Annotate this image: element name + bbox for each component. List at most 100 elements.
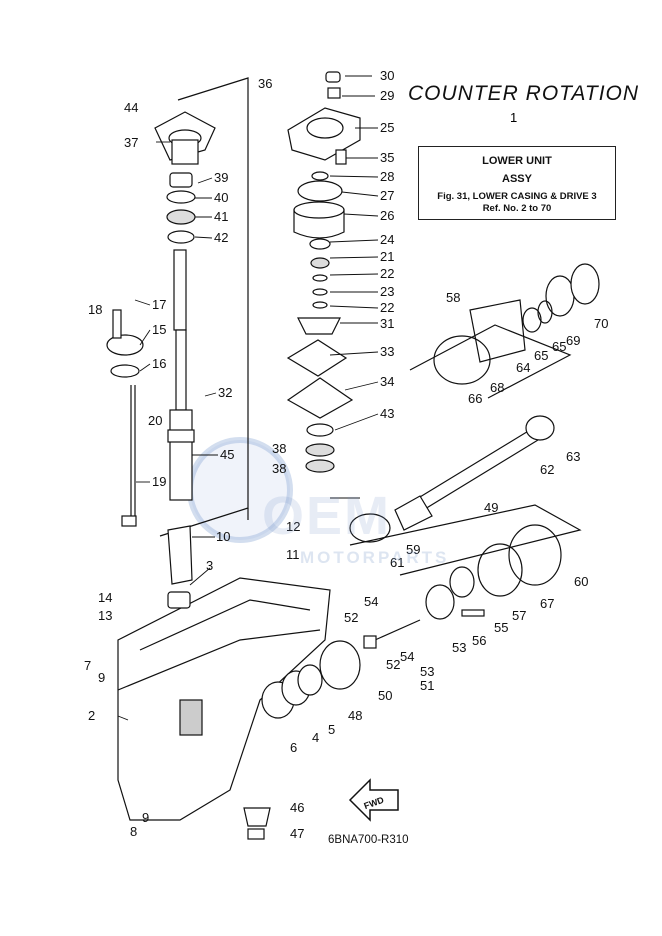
- gear-frame: [349, 504, 582, 576]
- callout: 65: [552, 339, 566, 354]
- callout: 31: [380, 316, 394, 331]
- callout: 69: [566, 333, 580, 348]
- diagram-title: COUNTER ROTATION: [408, 82, 640, 105]
- drive-shaft: [167, 249, 195, 501]
- callout: 15: [152, 322, 166, 337]
- callout: 16: [152, 356, 166, 371]
- pinion-gear: [243, 807, 271, 827]
- callout: 52: [386, 657, 400, 672]
- callout: 60: [574, 574, 588, 589]
- callout: 43: [380, 406, 394, 421]
- callout: 55: [494, 620, 508, 635]
- callout: 13: [98, 608, 112, 623]
- callout: 18: [88, 302, 102, 317]
- pinion-nut: [247, 828, 265, 840]
- callout: 24: [380, 232, 394, 247]
- callout: 2: [88, 708, 95, 723]
- legend-line-1: LOWER UNIT: [482, 155, 552, 167]
- callout: 21: [380, 249, 394, 264]
- callout: 63: [566, 449, 580, 464]
- callout: 3: [206, 558, 213, 573]
- callout: 23: [380, 284, 394, 299]
- watermark-text: OEM: [262, 486, 392, 546]
- callout: 57: [512, 608, 526, 623]
- callout: 11: [286, 547, 300, 562]
- callout: 34: [380, 374, 394, 389]
- reverse-gear: [363, 524, 562, 649]
- callout: 61: [390, 555, 404, 570]
- shift-rod: [121, 385, 137, 527]
- callout: 7: [84, 658, 91, 673]
- callout: 67: [540, 596, 554, 611]
- housing-frame: [409, 324, 572, 399]
- callout: 9: [142, 810, 149, 825]
- fwd-arrow: [348, 778, 399, 822]
- callout: 32: [218, 385, 232, 400]
- water-pump-stack: [286, 71, 361, 473]
- callout: 5: [328, 722, 335, 737]
- callout: 54: [364, 594, 378, 609]
- callout: 37: [124, 135, 138, 150]
- callout: 53: [420, 664, 434, 679]
- callout: 50: [378, 688, 392, 703]
- callout: 62: [540, 462, 554, 477]
- watermark-subtext: MOTORPARTS: [300, 548, 450, 567]
- callout: 30: [380, 68, 394, 83]
- callout: 46: [290, 800, 304, 815]
- callout: 9: [98, 670, 105, 685]
- callout: 52: [344, 610, 358, 625]
- callout: 45: [220, 447, 234, 462]
- legend-line-3: Fig. 31, LOWER CASING & DRIVE 3: [437, 191, 597, 202]
- callout: 51: [420, 678, 434, 693]
- callout: 54: [400, 649, 414, 664]
- callout: 53: [452, 640, 466, 655]
- callout: 44: [124, 100, 138, 115]
- callout: 68: [490, 380, 504, 395]
- leader-lines: [117, 75, 379, 721]
- reference-number: 1: [510, 110, 518, 125]
- assembly-frame-left: [159, 77, 249, 537]
- callout: 25: [380, 120, 394, 135]
- callout: 65: [534, 348, 548, 363]
- callout: 8: [130, 824, 137, 839]
- callout: 42: [214, 230, 228, 245]
- callout: 26: [380, 208, 394, 223]
- pinion-bearing-set: [261, 664, 323, 719]
- lower-casing: [117, 577, 331, 821]
- callout: 10: [216, 529, 230, 544]
- callout: 6: [290, 740, 297, 755]
- callout: 38: [272, 441, 286, 456]
- callout: 20: [148, 413, 162, 428]
- callout: 48: [348, 708, 362, 723]
- legend-line-2: ASSY: [502, 173, 532, 185]
- bearing-stack: [166, 172, 196, 244]
- callout: 40: [214, 190, 228, 205]
- callout: 56: [472, 633, 486, 648]
- bearing-housing: [433, 263, 600, 385]
- bearing-sleeve: [167, 525, 193, 609]
- diagram-code: 6BNA700-R310: [328, 834, 409, 846]
- callout: 17: [152, 297, 166, 312]
- callout: 49: [484, 500, 498, 515]
- callout: 59: [406, 542, 420, 557]
- callout: 35: [380, 150, 394, 165]
- callout: 33: [380, 344, 394, 359]
- callout: 19: [152, 474, 166, 489]
- callout: 58: [446, 290, 460, 305]
- callout: 27: [380, 188, 394, 203]
- callout: 29: [380, 88, 394, 103]
- callout: 47: [290, 826, 304, 841]
- shift-bracket: [106, 309, 144, 378]
- legend-box: LOWER UNIT ASSY Fig. 31, LOWER CASING & …: [418, 146, 616, 220]
- callout: 38: [272, 461, 286, 476]
- callout: 39: [214, 170, 228, 185]
- callout: 14: [98, 590, 112, 605]
- callout: 4: [312, 730, 319, 745]
- callout: 12: [286, 519, 300, 534]
- callout: 36: [258, 76, 272, 91]
- upper-housing: [154, 111, 216, 165]
- propeller-shaft: [349, 415, 555, 543]
- callout: 41: [214, 209, 228, 224]
- callout: 64: [516, 360, 530, 375]
